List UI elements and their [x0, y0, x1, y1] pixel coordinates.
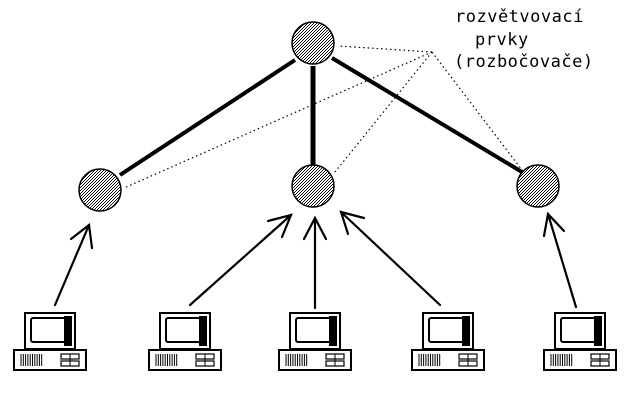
monitor-screen	[165, 317, 205, 343]
computer-4	[411, 312, 485, 371]
link-root-right	[330, 56, 524, 174]
arrowhead-computer-1	[69, 222, 94, 250]
monitor-screen	[30, 317, 70, 343]
monitor-shadow	[462, 316, 470, 346]
label-line-2: prvky	[475, 30, 529, 50]
system-unit	[543, 349, 617, 371]
hub-left	[78, 168, 122, 212]
system-unit	[13, 349, 87, 371]
computer-5	[543, 312, 617, 371]
arrowhead-computer-5	[542, 211, 566, 238]
uplink-arrows	[53, 210, 578, 310]
monitor-shadow	[199, 316, 207, 346]
monitor-shadow	[594, 316, 602, 346]
label-line-3: (rozbočovače)	[454, 52, 594, 72]
link-root-left	[118, 58, 297, 177]
arrowhead-computer-2	[266, 213, 293, 239]
computer-1	[13, 312, 87, 371]
monitor-shadow	[329, 316, 337, 346]
monitor-screen	[428, 317, 468, 343]
arrow-computer-2	[188, 213, 293, 307]
hub-right	[516, 164, 560, 208]
arrowhead-computer-4	[339, 210, 366, 236]
arrow-computer-1	[53, 223, 91, 307]
arrow-computer-4	[339, 210, 442, 307]
system-unit	[148, 349, 222, 371]
label-line-1: rozvětvovací	[455, 7, 584, 27]
computer-3	[278, 312, 352, 371]
monitor-shadow	[64, 316, 72, 346]
system-unit	[278, 349, 352, 371]
hub-middle	[291, 164, 335, 208]
arrow-computer-5	[546, 212, 578, 309]
pointer-to-hub-middle	[334, 51, 433, 173]
pointer-to-hub-root	[337, 45, 433, 53]
system-unit	[411, 349, 485, 371]
monitor-screen	[560, 317, 600, 343]
label-pointers	[123, 45, 523, 189]
monitor-screen	[295, 317, 335, 343]
computer-2	[148, 312, 222, 371]
hub-root	[291, 21, 335, 65]
arrowhead-computer-3	[302, 215, 328, 241]
